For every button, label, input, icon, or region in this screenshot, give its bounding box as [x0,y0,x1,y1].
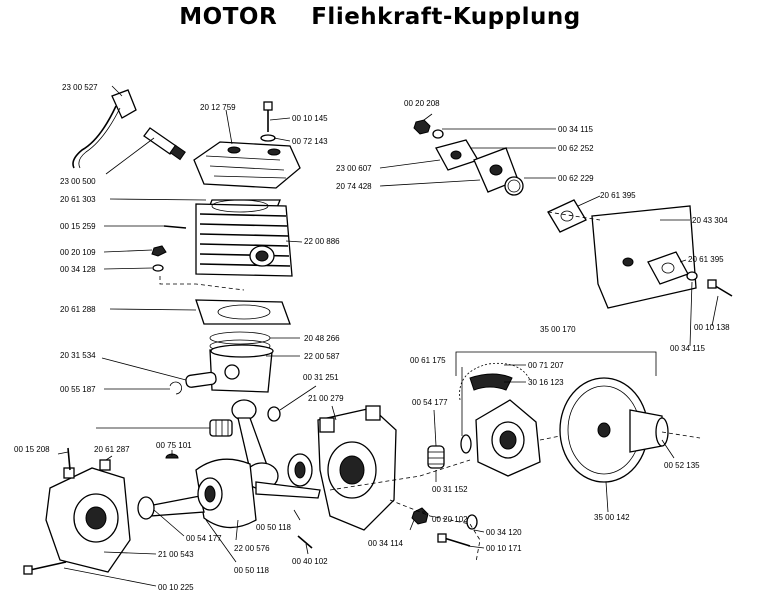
label-00-62-229: 00 62 229 [558,174,594,183]
label-00-50-118-b: 00 50 118 [234,566,270,575]
clutch-washer[interactable] [466,514,478,530]
label-00-75-101: 00 75 101 [156,441,192,450]
cover-screw[interactable] [260,101,276,142]
crankshaft-bearing-left[interactable] [197,477,223,511]
clutch-nut[interactable] [411,507,429,525]
washer[interactable] [432,129,444,139]
page-title: MOTOR Fliehkraft-Kupplung [179,4,581,30]
label-00-31-152: 00 31 152 [432,485,468,494]
label-35-00-170: 35 00 170 [540,325,576,334]
label-22-00-886: 22 00 886 [304,237,340,246]
label-00-71-207: 00 71 207 [528,361,564,370]
spark-plug[interactable] [143,127,186,161]
nut[interactable] [413,119,431,135]
label-35-00-142: 35 00 142 [594,513,630,522]
label-20-43-304: 20 43 304 [692,216,728,225]
label-00-34-128: 00 34 128 [60,265,96,274]
label-00-40-102: 00 40 102 [292,557,328,566]
needle-bearing[interactable] [209,419,233,437]
o-ring[interactable] [504,176,524,196]
cylinder-cover[interactable] [193,141,301,189]
piston[interactable] [209,344,274,393]
label-00-61-175: 00 61 175 [410,356,446,365]
cylinder[interactable] [195,199,293,277]
part-labels: 23 00 527 20 12 759 00 10 145 00 72 143 … [14,83,730,592]
crankcase-screw[interactable] [23,561,67,575]
shaft-seal-left[interactable] [137,496,155,520]
label-00-72-143: 00 72 143 [292,137,328,146]
gasket-flange-a[interactable] [547,199,587,233]
label-23-00-607: 23 00 607 [336,164,372,173]
label-20-61-395-b: 20 61 395 [688,255,724,264]
label-20-48-266: 20 48 266 [304,334,340,343]
label-30-16-123: 30 16 123 [528,378,564,387]
label-00-20-109: 00 20 109 [60,248,96,257]
label-00-31-251: 00 31 251 [303,373,339,382]
label-00-20-102: 00 20 102 [432,515,468,524]
label-00-10-171: 00 10 171 [486,544,522,553]
base-gasket[interactable] [195,299,291,325]
label-00-50-118-a: 00 50 118 [256,523,292,532]
crankcase-stud[interactable] [67,447,71,471]
clutch-spring[interactable] [427,445,445,469]
label-00-20-208: 00 20 208 [404,99,440,108]
label-22-00-576: 22 00 576 [234,544,270,553]
crankshaft[interactable] [147,458,321,529]
crankcase-half-left[interactable] [45,459,131,573]
label-00-34-114: 00 34 114 [368,539,404,548]
clutch-screw[interactable] [437,533,471,547]
label-20-61-303: 20 61 303 [60,195,96,204]
shim-washer[interactable] [460,434,472,454]
crankcase-pin[interactable] [297,535,313,549]
piston-pin-circlip[interactable] [169,381,182,395]
cover-washer[interactable] [686,271,698,281]
label-20-31-534: 20 31 534 [60,351,96,360]
label-20-74-428: 20 74 428 [336,182,372,191]
cover-bolt[interactable] [707,279,733,297]
label-00-54-177-b: 00 54 177 [412,398,448,407]
label-00-54-177-a: 00 54 177 [186,534,222,543]
spark-plug-boot[interactable] [72,89,137,169]
connecting-rod[interactable] [231,399,279,490]
crankshaft-bearing-right[interactable] [287,453,313,487]
label-20-61-287: 20 61 287 [94,445,130,454]
label-23-00-500: 23 00 500 [60,177,96,186]
cylinder-stud[interactable] [163,225,187,229]
label-21-00-279: 21 00 279 [308,394,344,403]
clutch-carrier[interactable] [475,399,541,477]
label-00-34-115-a: 00 34 115 [558,125,594,134]
clutch-drum[interactable] [559,377,663,483]
intake-cover[interactable] [591,205,697,309]
label-00-15-259: 00 15 259 [60,222,96,231]
label-00-10-145: 00 10 145 [292,114,328,123]
piston-pin[interactable] [185,371,217,388]
label-21-00-543: 21 00 543 [158,550,194,559]
label-20-12-759: 20 12 759 [200,103,236,112]
label-00-34-120: 00 34 120 [486,528,522,537]
label-00-10-138: 00 10 138 [694,323,730,332]
label-00-34-115-b: 00 34 115 [670,344,706,353]
intake-flange[interactable] [435,139,479,171]
label-00-10-225: 00 10 225 [158,583,194,592]
label-00-15-208: 00 15 208 [14,445,50,454]
crankcase-half-right[interactable] [317,405,397,531]
label-00-55-187: 00 55 187 [60,385,96,394]
label-22-00-587: 22 00 587 [304,352,340,361]
label-20-61-288: 20 61 288 [60,305,96,314]
nut-washer[interactable] [151,245,167,272]
clutch-shoe[interactable] [469,373,513,391]
label-00-52-135: 00 52 135 [664,461,700,470]
label-20-61-395-a: 20 61 395 [600,191,636,200]
label-23-00-527: 23 00 527 [62,83,98,92]
leader-lines [57,85,719,587]
seal-ring[interactable] [267,406,281,422]
label-00-62-252: 00 62 252 [558,144,594,153]
